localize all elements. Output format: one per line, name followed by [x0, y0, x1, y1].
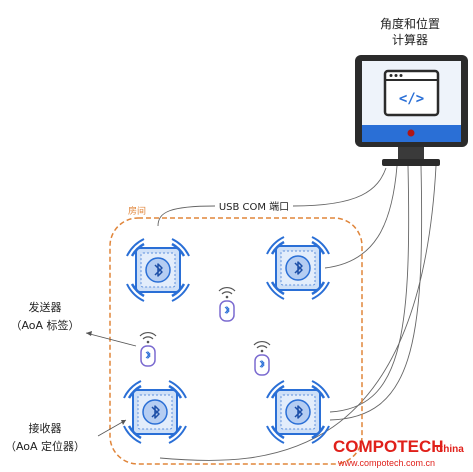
usb-com-port-label: USB COM 端口	[219, 200, 289, 213]
locator-top-left	[125, 237, 191, 303]
watermark-suffix: China	[436, 444, 464, 455]
locator-bottom-right	[265, 379, 331, 445]
sender-label-line2: （AoA 标签）	[10, 318, 79, 332]
tag-1	[218, 286, 236, 322]
receiver-pointer-line	[97, 419, 127, 437]
sender-arrow-icon	[86, 331, 92, 336]
sender-label-line1: 发送器	[29, 300, 62, 314]
receiver-label-line2: （AoA 定位器）	[5, 439, 85, 453]
receiver-arrow-icon	[121, 420, 126, 425]
locator-bottom-left	[122, 379, 188, 445]
sender-pointer-line	[85, 332, 137, 347]
tag-2	[139, 331, 157, 367]
receiver-label-line1: 接收器	[29, 421, 62, 435]
watermark-brand: COMPOTECH	[333, 437, 444, 456]
tag-3	[253, 340, 271, 376]
usb-cables	[157, 165, 437, 461]
room-boundary	[109, 217, 363, 465]
locator-top-right	[265, 235, 331, 301]
watermark-url: www.compotech.com.cn	[337, 458, 435, 468]
computer-title-line2: 计算器	[392, 32, 428, 47]
computer-title-line1: 角度和位置	[380, 16, 440, 31]
code-symbol: </>	[399, 91, 424, 107]
code-window-icon: </>	[383, 69, 440, 117]
room-label: 房间	[128, 205, 146, 217]
